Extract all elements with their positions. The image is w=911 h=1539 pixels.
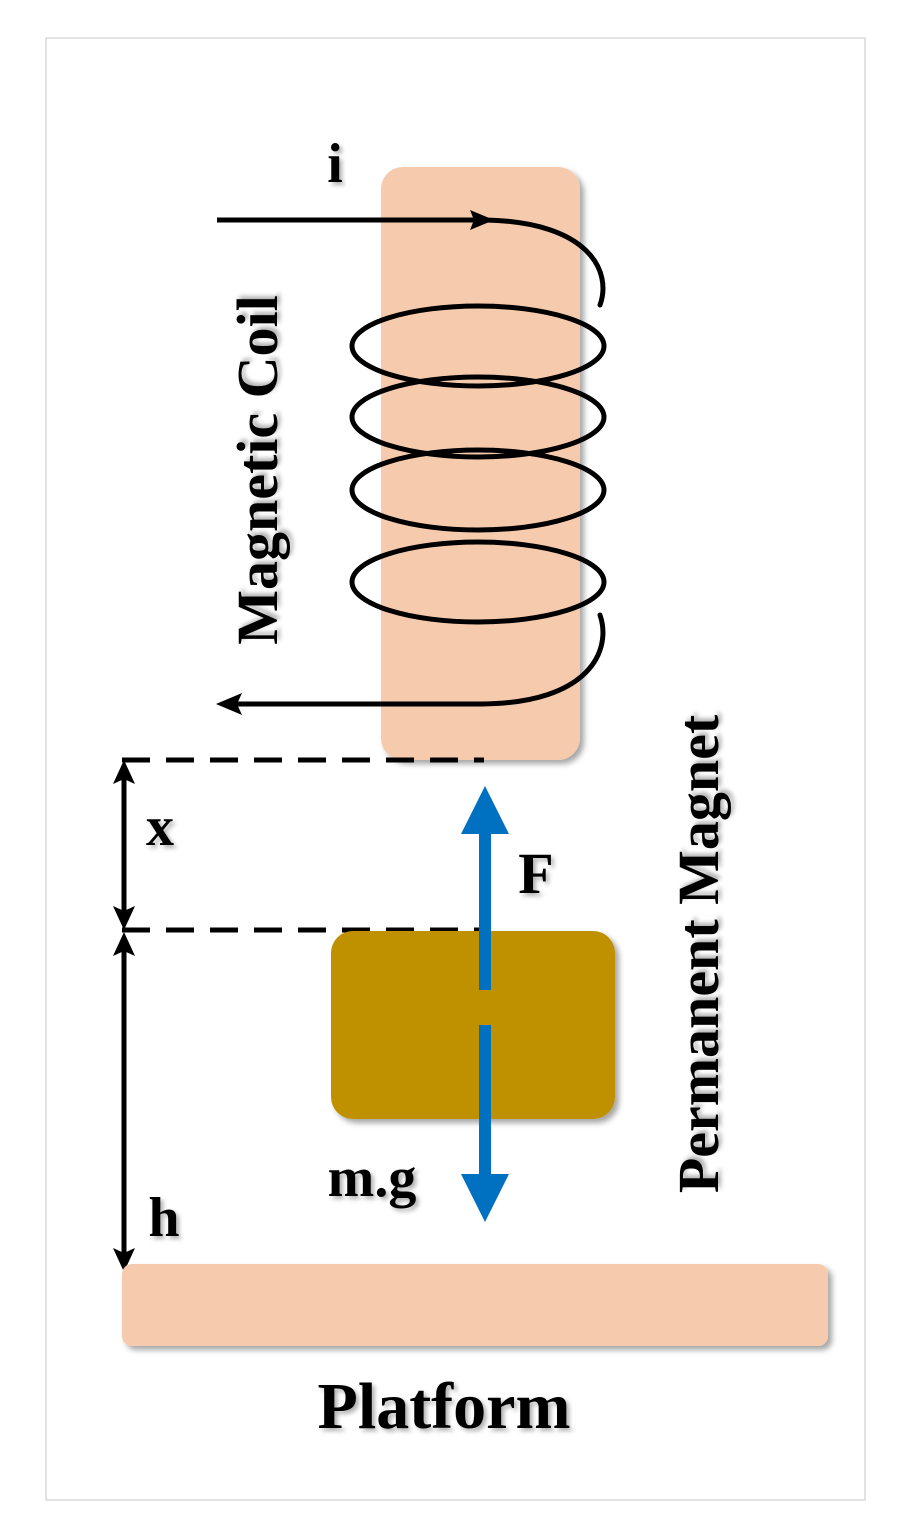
height-label: h [148, 1187, 179, 1249]
platform-label: Platform [318, 1370, 571, 1443]
magnet-label: Permanent Magnet [666, 714, 731, 1193]
platform-bar [122, 1264, 828, 1346]
height-dimension-arrow [113, 932, 135, 1272]
coil-winding [349, 217, 607, 707]
magnetic-force-arrow [461, 786, 509, 990]
gap-label: x [146, 796, 174, 858]
gap-dimension-arrow [113, 760, 135, 930]
permanent-magnet-block [331, 931, 615, 1119]
current-output-arrow [216, 693, 484, 715]
coil-label: Magnetic Coil [225, 295, 290, 645]
current-label: i [327, 133, 343, 195]
weight-label: m.g [328, 1147, 417, 1209]
current-input-arrow [217, 210, 494, 230]
coil-core [381, 167, 580, 760]
force-label: F [518, 841, 553, 906]
gravity-force-arrow [461, 1025, 509, 1222]
